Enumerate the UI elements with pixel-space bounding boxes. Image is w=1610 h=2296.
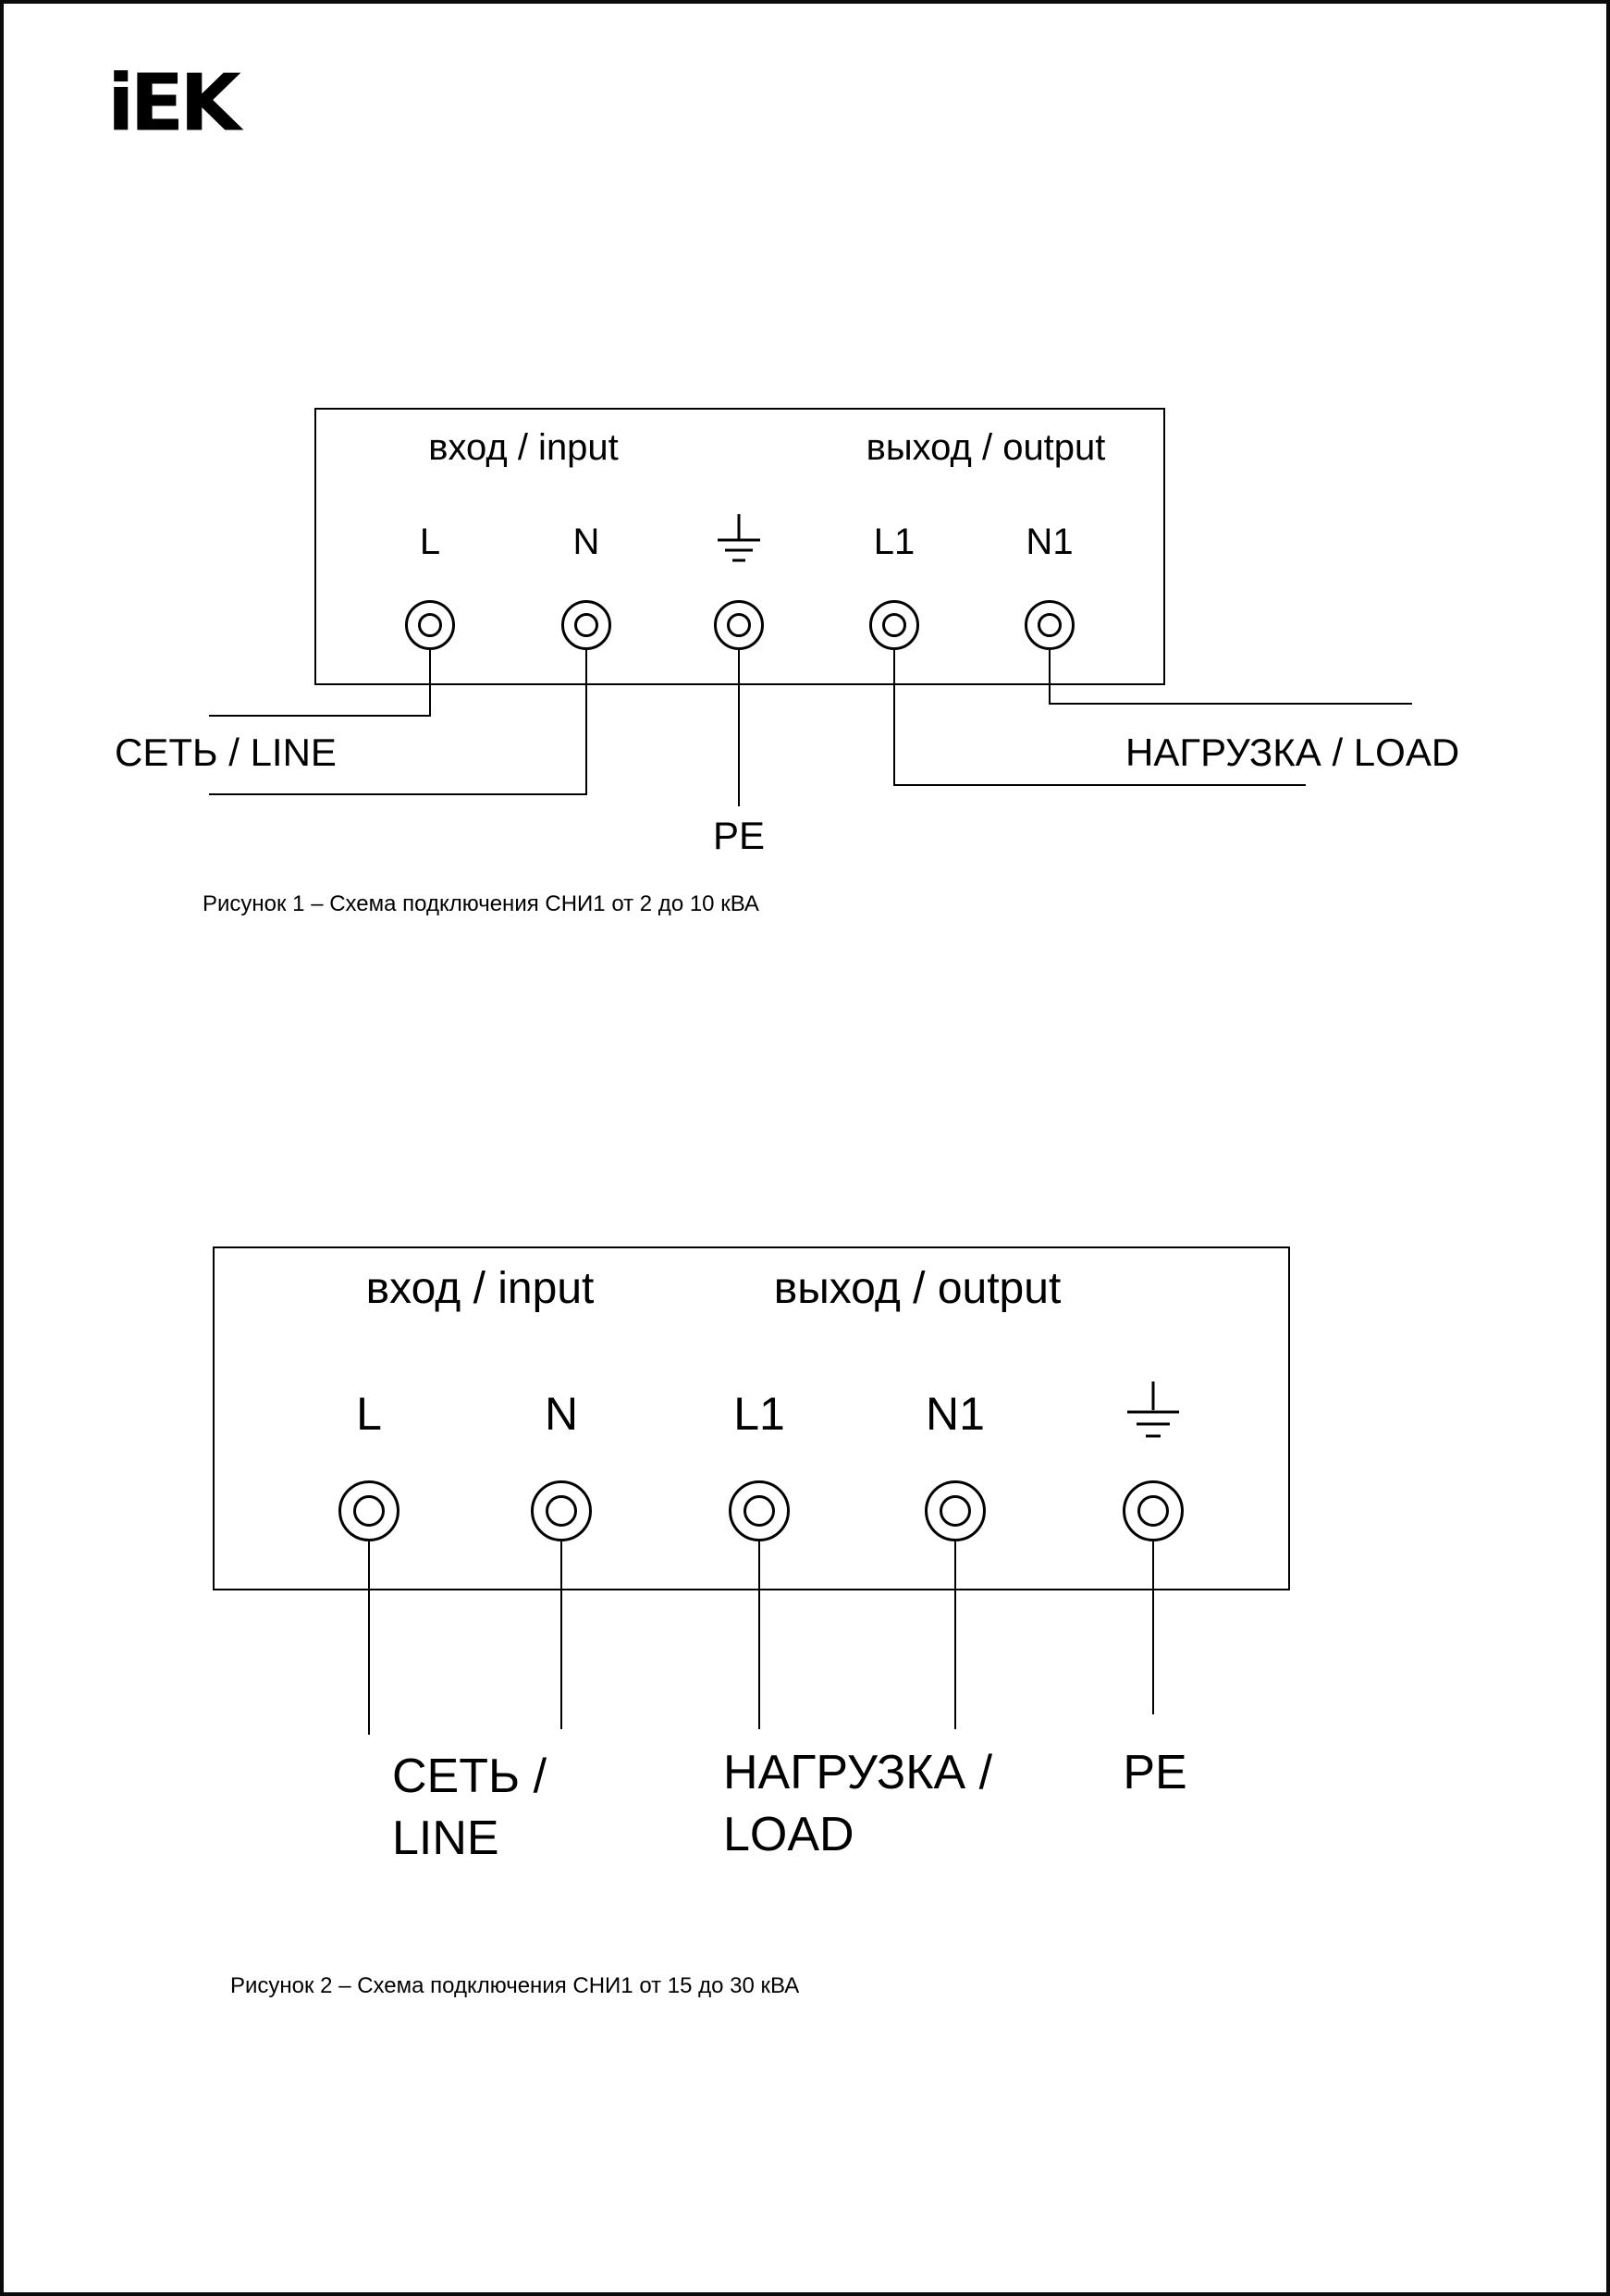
wire-line-upper <box>209 715 431 717</box>
terminal-inner <box>418 613 442 637</box>
terminal-inner <box>353 1495 385 1527</box>
figure2-load-label-row1: НАГРУЗКА / <box>723 1746 993 1799</box>
figure2-terminal-label-n1: N1 <box>926 1388 985 1440</box>
figure2-output-header: выход / output <box>773 1264 1062 1313</box>
terminal-n1 <box>1025 600 1075 650</box>
figure1-terminal-label-n1: N1 <box>1026 522 1074 562</box>
wire-l1-vertical <box>758 1541 760 1729</box>
wire-n-vertical <box>585 648 587 794</box>
wire-pe-vertical <box>738 648 740 806</box>
figure2-pe-label: PE <box>1123 1746 1187 1799</box>
figure2-line-label: СЕТЬ / LINE <box>392 1746 547 1870</box>
terminal-inner <box>727 613 751 637</box>
figure2-input-header: вход / input <box>365 1264 595 1313</box>
figure1-terminal-label-n: N <box>572 522 600 562</box>
figure2-load-label: НАГРУЗКА / LOAD <box>723 1742 992 1866</box>
figure2-terminal-label-l1: L1 <box>733 1388 785 1440</box>
wire-load-lower <box>893 784 1306 786</box>
figure1-line-label: СЕТЬ / LINE <box>115 731 337 774</box>
terminal-n1 <box>925 1480 986 1541</box>
wire-load-upper <box>1049 703 1412 705</box>
wire-line-lower <box>209 793 587 795</box>
terminal-inner <box>1038 613 1062 637</box>
terminal-inner <box>1137 1495 1169 1527</box>
terminal-inner <box>940 1495 971 1527</box>
terminal-l1 <box>729 1480 790 1541</box>
figure1-terminal-label-l1: L1 <box>873 522 916 562</box>
wire-n1-vertical <box>1049 648 1051 704</box>
terminal-pe <box>1123 1480 1184 1541</box>
figure1-caption: Рисунок 1 – Схема подключения СНИ1 от 2 … <box>203 891 759 916</box>
figure1-output-header: выход / output <box>866 427 1106 468</box>
figure1-terminal-label-l: L <box>419 522 441 562</box>
terminal-pe <box>714 600 764 650</box>
terminal-n <box>531 1480 592 1541</box>
terminal-l <box>338 1480 399 1541</box>
wire-n-vertical <box>560 1541 562 1729</box>
wire-l-vertical <box>368 1541 370 1735</box>
terminal-l1 <box>869 600 919 650</box>
earth-ground-icon <box>718 514 760 562</box>
figure2-terminal-label-n: N <box>544 1388 579 1440</box>
figure1-pe-label: PE <box>712 814 766 857</box>
earth-ground-icon <box>1127 1381 1179 1438</box>
wire-l-vertical <box>429 648 431 716</box>
wire-n1-vertical <box>954 1541 956 1729</box>
wire-pe-vertical <box>1152 1541 1154 1714</box>
figure2-terminal-label-l: L <box>356 1388 382 1440</box>
figure1-input-header: вход / input <box>428 427 619 468</box>
figure2-line-label-row2: LINE <box>392 1811 499 1865</box>
terminal-inner <box>744 1495 775 1527</box>
figure2-load-label-row2: LOAD <box>723 1808 854 1861</box>
terminal-inner <box>574 613 598 637</box>
terminal-inner <box>882 613 906 637</box>
figure2-caption: Рисунок 2 – Схема подключения СНИ1 от 15… <box>230 1973 800 1998</box>
figure2-line-label-row1: СЕТЬ / <box>392 1750 547 1803</box>
terminal-n <box>561 600 611 650</box>
wire-l1-vertical <box>893 648 895 785</box>
iek-logo: iEK <box>107 58 241 149</box>
terminal-l <box>405 600 455 650</box>
figure1-load-label: НАГРУЗКА / LOAD <box>1125 731 1460 774</box>
terminal-inner <box>546 1495 577 1527</box>
